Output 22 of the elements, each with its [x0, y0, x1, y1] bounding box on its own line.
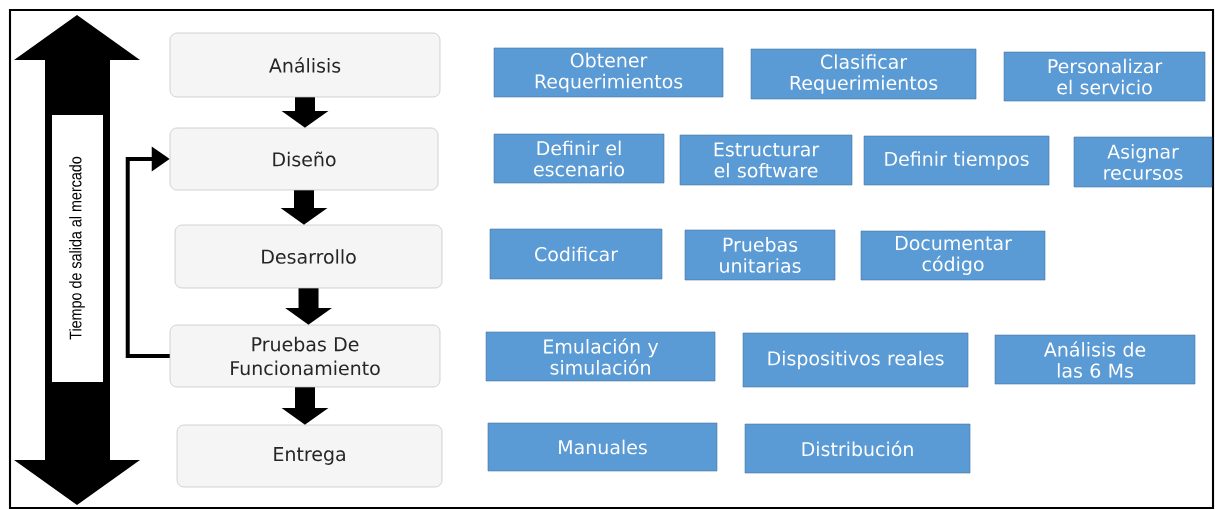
task-box: Definir tiempos — [863, 135, 1050, 186]
task-box: Pruebas unitarias — [684, 229, 836, 281]
task-box: Definir el escenario — [493, 133, 665, 184]
task-box: Distribución — [744, 423, 971, 474]
task-box: Personalizar el servicio — [1003, 51, 1206, 102]
phase-box: Diseño — [169, 127, 439, 191]
task-box: Obtener Requerimientos — [493, 47, 724, 98]
phase-box: Pruebas De Funcionamiento — [169, 324, 441, 388]
arrow — [125, 146, 170, 358]
task-box: Análisis de las 6 Ms — [994, 334, 1196, 385]
task-box: Emulación y simulación — [485, 331, 716, 382]
task-box: Manuales — [487, 422, 718, 472]
phase-box: Desarrollo — [174, 224, 443, 289]
phase-box: Entrega — [176, 424, 443, 488]
task-box: Dispositivos reales — [742, 332, 969, 388]
task-box: Asignar recursos — [1073, 136, 1213, 188]
task-box: Codificar — [489, 228, 663, 280]
task-box: Documentar código — [860, 230, 1046, 281]
task-box: Estructurar el software — [679, 134, 853, 186]
phase-box: Análisis — [169, 32, 441, 98]
arrow-label: Tiempo de salida al mercado — [52, 115, 103, 382]
task-box: Clasificar Requerimientos — [750, 48, 977, 100]
